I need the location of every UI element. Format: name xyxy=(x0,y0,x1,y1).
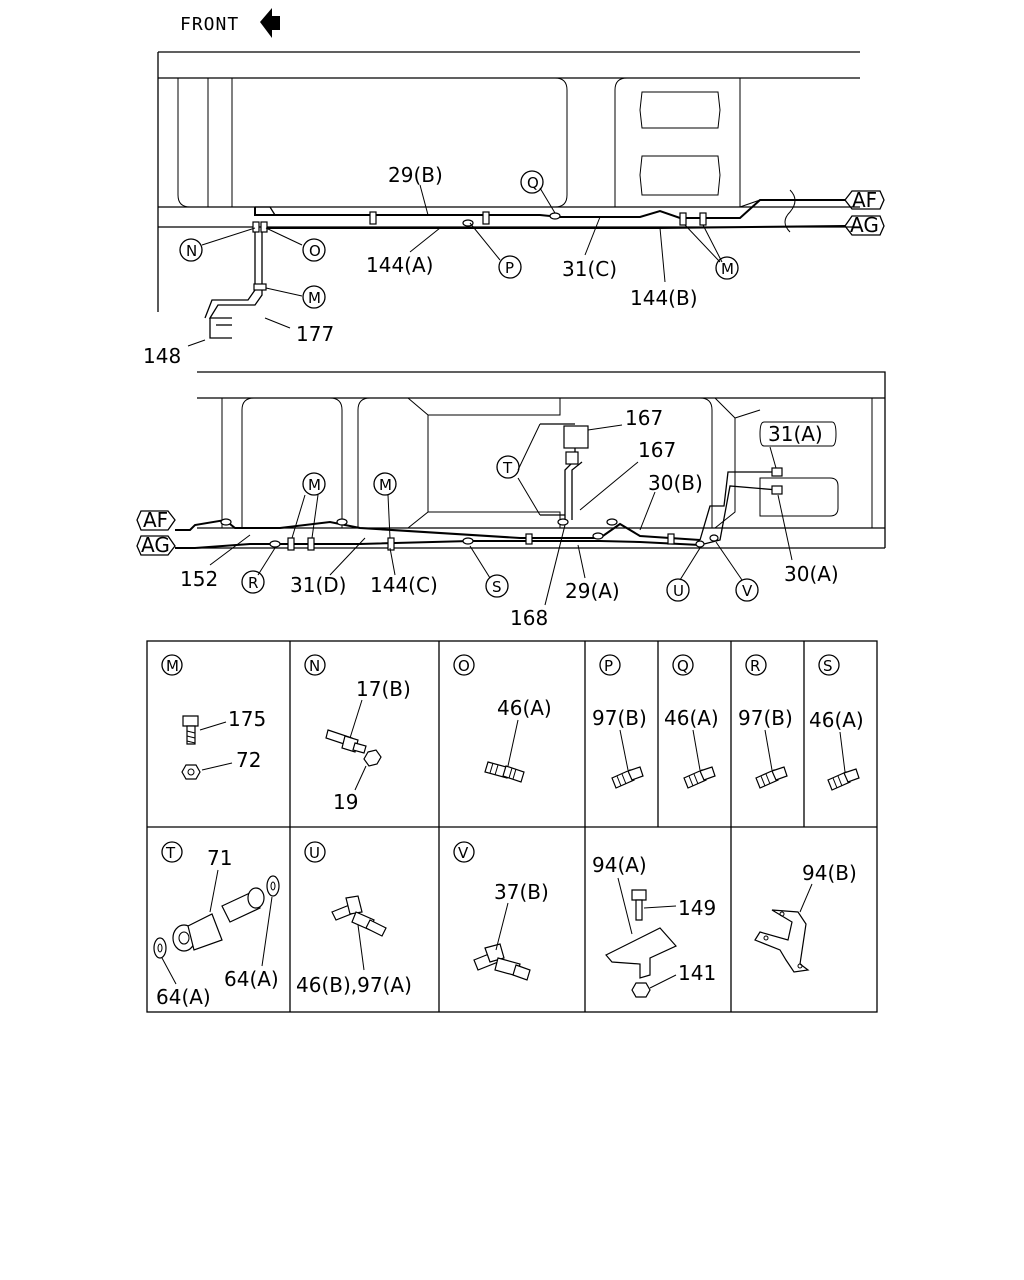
detail-label-97b-r: 97(B) xyxy=(738,706,793,730)
detail-label-17b: 17(B) xyxy=(356,677,411,701)
callout-p-upper: P xyxy=(505,259,514,277)
detail-label-19: 19 xyxy=(333,790,358,814)
detail-label-46a-s: 46(A) xyxy=(809,708,864,732)
detail-cell-q: Q 46(A) xyxy=(664,654,719,789)
callout-r-lower: R xyxy=(248,574,258,592)
callout-u-lower: U xyxy=(673,582,684,600)
connector-af-upper: AF xyxy=(852,188,877,212)
label-177: 177 xyxy=(296,322,334,346)
detail-label-46a-o: 46(A) xyxy=(497,696,552,720)
union-fitting-icon xyxy=(325,729,382,767)
detail-cell-u: U 46(B),97(A) xyxy=(296,841,412,997)
detail-letter-m: M xyxy=(166,657,179,675)
parts-detail-table: M 175 72 N xyxy=(146,640,878,1013)
detail-letter-v: V xyxy=(458,844,469,862)
detail-label-97b-p: 97(B) xyxy=(592,706,647,730)
label-168: 168 xyxy=(510,606,548,630)
connector-ag-lower: AG xyxy=(141,533,170,557)
detail-cell-m: M 175 72 xyxy=(161,654,266,780)
label-148: 148 xyxy=(143,344,181,368)
detail-letter-r: R xyxy=(750,657,760,675)
detail-letter-o: O xyxy=(458,657,470,675)
detail-label-71: 71 xyxy=(207,846,232,870)
bracket-icon xyxy=(605,927,677,979)
label-29b: 29(B) xyxy=(388,163,443,187)
detail-label-149: 149 xyxy=(678,896,716,920)
detail-letter-p: P xyxy=(604,657,613,675)
detail-label-94b: 94(B) xyxy=(802,861,857,885)
connector-fitting-icon xyxy=(484,761,525,783)
bolt-icon xyxy=(182,715,199,745)
front-arrow-icon xyxy=(260,8,280,38)
label-31d: 31(D) xyxy=(290,573,346,597)
callout-m-upper-2: M xyxy=(308,289,321,307)
front-indicator: FRONT xyxy=(180,8,280,38)
bolt-icon xyxy=(631,889,647,921)
label-30b: 30(B) xyxy=(648,471,703,495)
label-29a: 29(A) xyxy=(565,579,620,603)
callout-m-upper-1: M xyxy=(721,260,734,278)
tee-fitting-icon xyxy=(331,895,387,937)
callout-v-lower: V xyxy=(742,582,753,600)
callout-n-upper: N xyxy=(186,242,197,260)
connector-fitting-icon xyxy=(683,766,716,789)
lower-chassis-view: AF AG 31(A) 167 167 30(B) 30(A) 152 31(D… xyxy=(136,371,886,630)
label-144c: 144(C) xyxy=(370,573,438,597)
banjo-bolt-icon xyxy=(221,887,265,923)
callout-m-lower-2: M xyxy=(379,476,392,494)
detail-label-37b: 37(B) xyxy=(494,880,549,904)
detail-label-94a: 94(A) xyxy=(592,853,647,877)
label-31a: 31(A) xyxy=(768,422,823,446)
nut-icon xyxy=(181,764,201,780)
detail-cell-v: V 37(B) xyxy=(453,841,549,981)
label-144b: 144(B) xyxy=(630,286,698,310)
detail-letter-n: N xyxy=(309,657,320,675)
detail-letter-t: T xyxy=(165,844,176,862)
connector-fitting-icon xyxy=(827,768,860,791)
tee-fitting-icon xyxy=(473,943,531,981)
front-label: FRONT xyxy=(180,14,239,35)
detail-cell-bracket-a: 94(A) 149 141 xyxy=(592,853,716,998)
detail-label-46a-q: 46(A) xyxy=(664,706,719,730)
detail-cell-r: R 97(B) xyxy=(738,654,793,789)
detail-cell-o: O 46(A) xyxy=(453,654,552,783)
detail-cell-s: S 46(A) xyxy=(809,654,864,791)
detail-letter-u: U xyxy=(309,844,320,862)
callout-t-lower: T xyxy=(502,459,513,477)
callout-q-upper: Q xyxy=(527,174,539,192)
detail-label-72: 72 xyxy=(236,748,261,772)
upper-chassis-view: AF AG 29(B) 144(A) 31(C) 144(B) 177 148 … xyxy=(143,51,885,368)
detail-letter-s: S xyxy=(823,657,833,675)
detail-label-46b-97a: 46(B),97(A) xyxy=(296,973,412,997)
detail-cell-p: P 97(B) xyxy=(592,654,647,789)
detail-cell-n: N 17(B) 19 xyxy=(304,654,411,814)
label-30a: 30(A) xyxy=(784,562,839,586)
detail-cell-t: T 71 64(A) 64(A) xyxy=(153,841,280,1009)
detail-label-141: 141 xyxy=(678,961,716,985)
label-167-upper: 167 xyxy=(625,406,663,430)
nut-icon xyxy=(631,982,651,998)
label-144a: 144(A) xyxy=(366,253,433,277)
label-167-lower: 167 xyxy=(638,438,676,462)
banjo-fitting-icon xyxy=(172,913,223,952)
connector-fitting-icon xyxy=(611,766,644,789)
detail-letter-q: Q xyxy=(677,657,689,675)
washer-icon xyxy=(153,937,167,959)
detail-label-64a-left: 64(A) xyxy=(156,985,211,1009)
label-152: 152 xyxy=(180,567,218,591)
callout-o-upper: O xyxy=(309,242,321,260)
callout-s-lower: S xyxy=(492,578,502,596)
detail-label-64a-right: 64(A) xyxy=(224,967,279,991)
washer-icon xyxy=(266,875,280,897)
connector-fitting-icon xyxy=(755,766,788,789)
callout-m-lower-1: M xyxy=(308,476,321,494)
connector-ag-upper: AG xyxy=(850,213,879,237)
detail-label-175: 175 xyxy=(228,707,266,731)
label-31c: 31(C) xyxy=(562,257,617,281)
connector-af-lower: AF xyxy=(143,508,168,532)
bracket-icon xyxy=(754,909,810,973)
detail-cell-bracket-b: 94(B) xyxy=(754,861,857,973)
